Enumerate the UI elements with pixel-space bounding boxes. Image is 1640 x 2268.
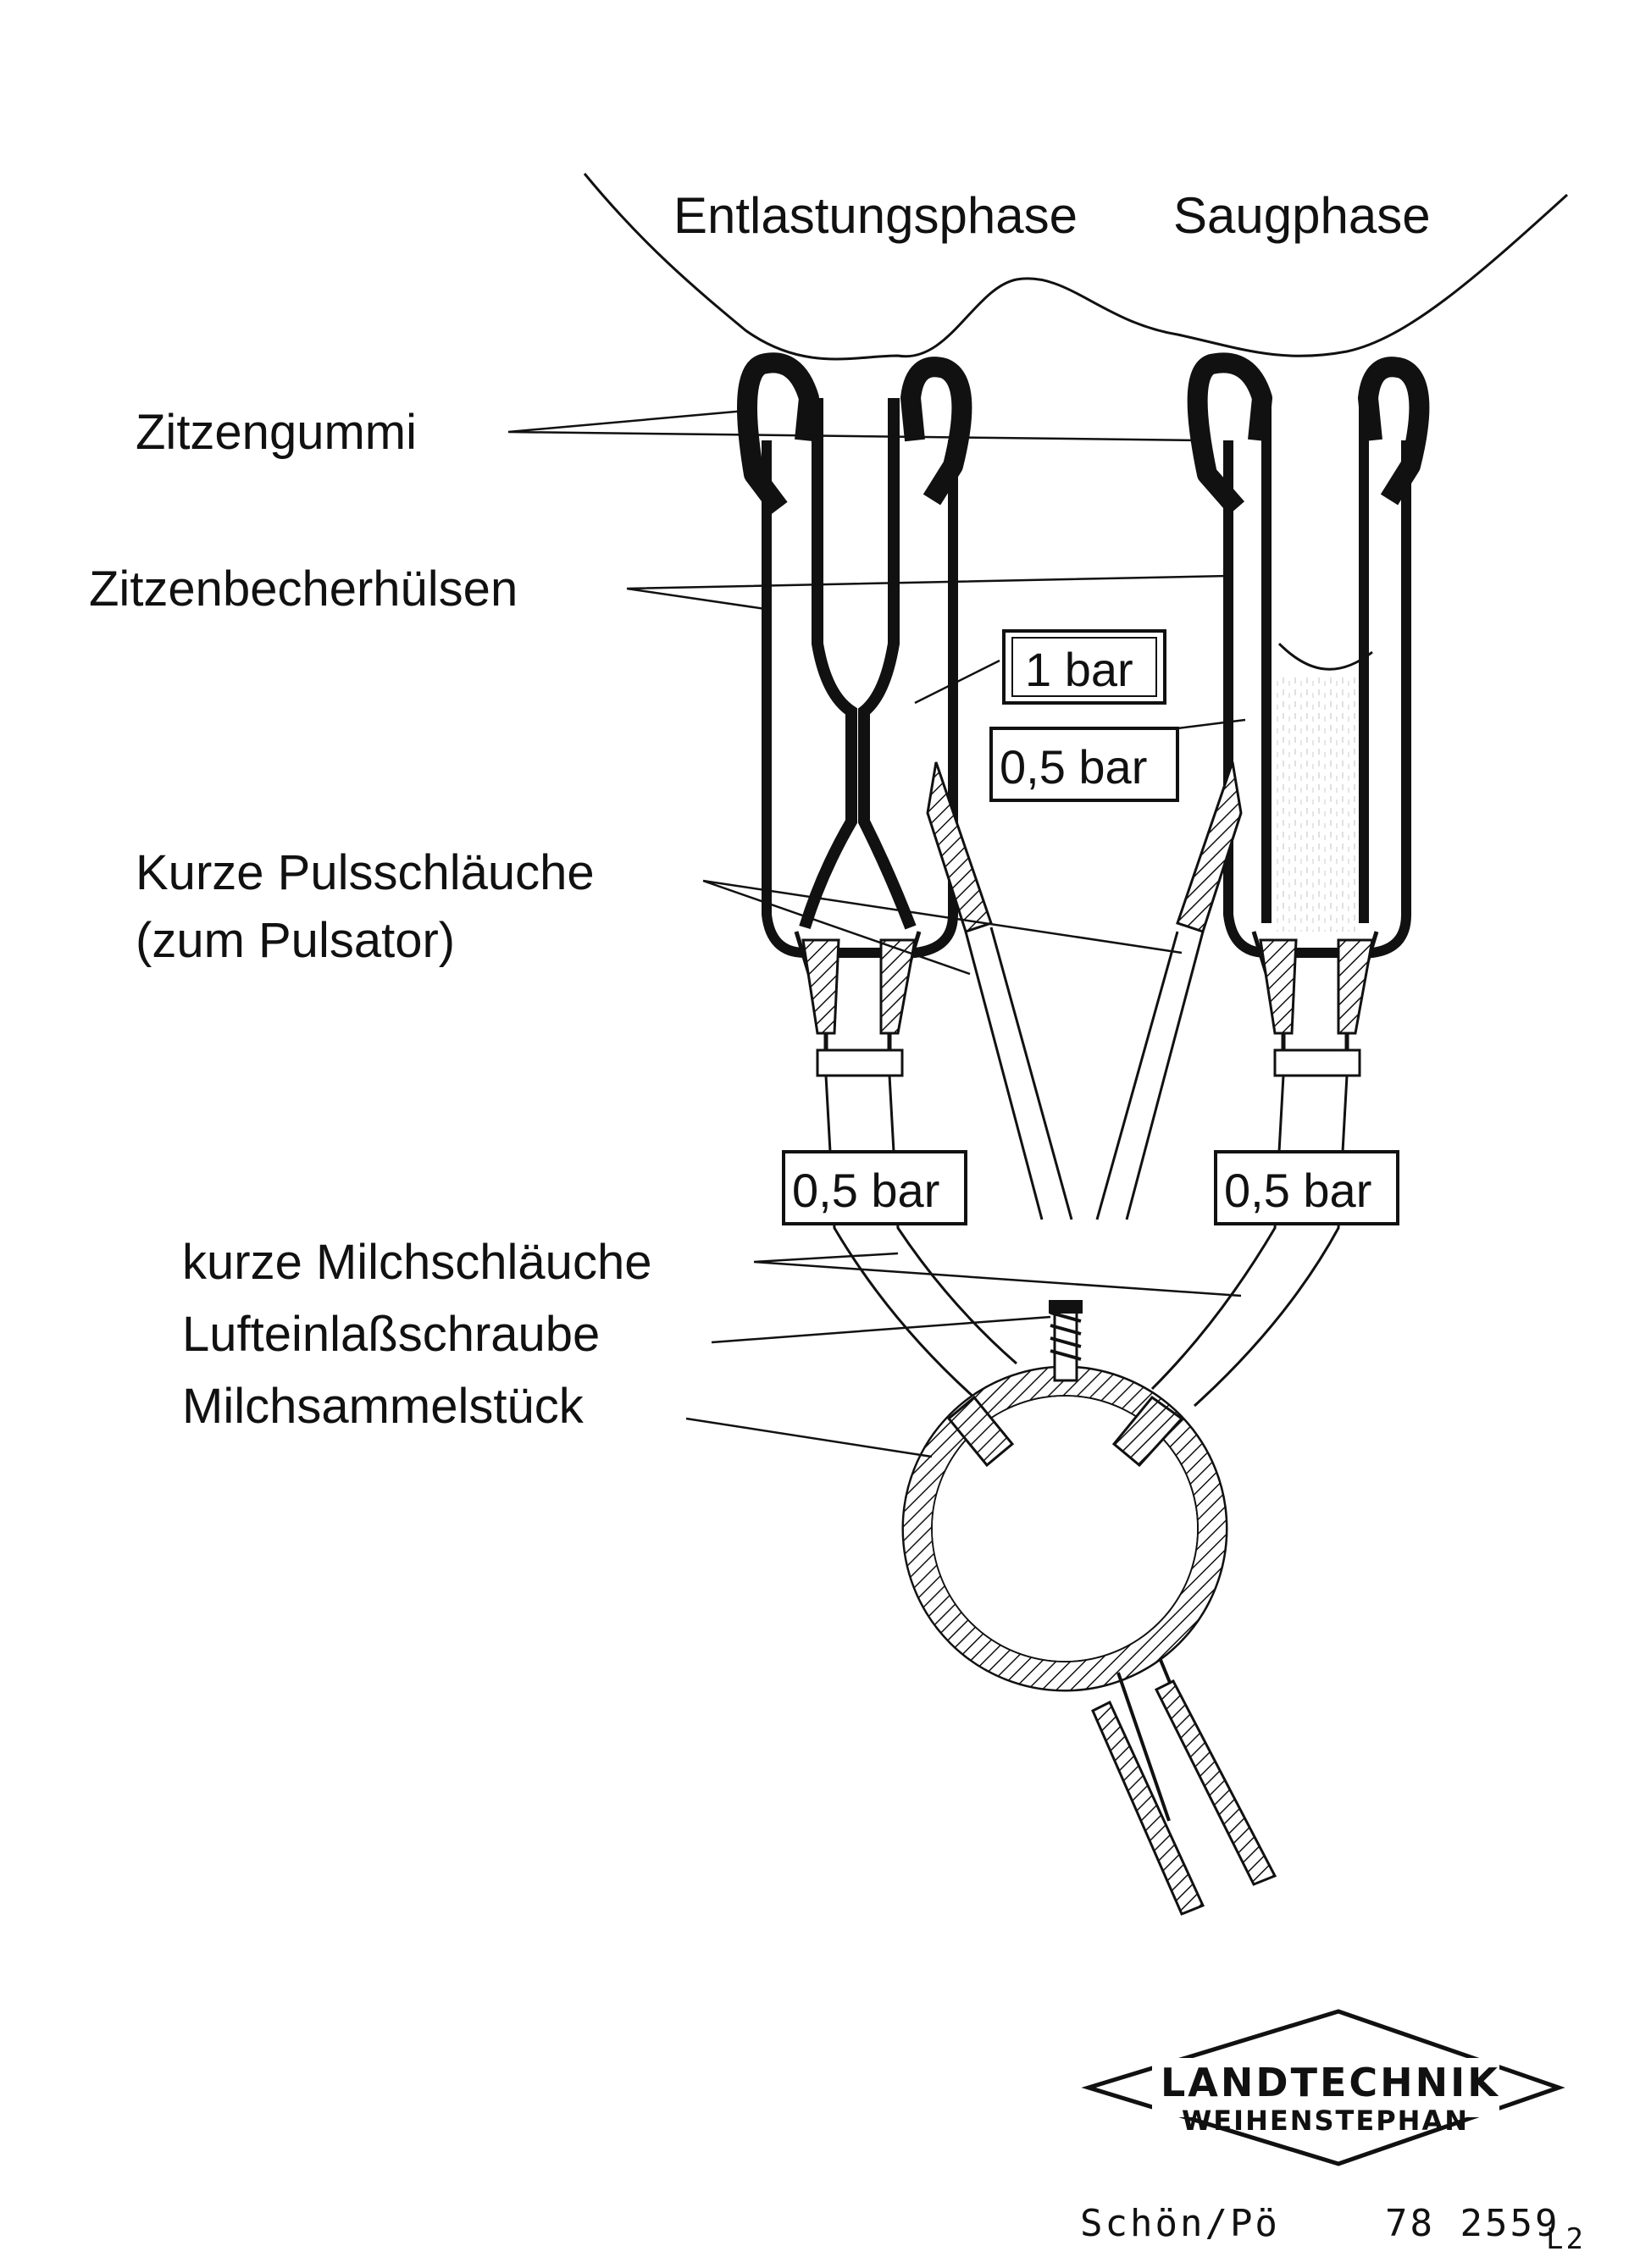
footer-author: Schön/Pö (1080, 2202, 1280, 2245)
label-milchschlaeuche: kurze Milchschläuche (182, 1235, 651, 1290)
phase-left-title: Entlastungsphase (673, 187, 1078, 244)
svg-text:LANDTECHNIK: LANDTECHNIK (1161, 2060, 1500, 2105)
phase-right-title: Saugphase (1173, 187, 1431, 244)
label-pulsator: (zum Pulsator) (136, 913, 455, 968)
pulse-tube-left (964, 927, 1073, 1220)
label-milchsammelstueck: Milchsammelstück (182, 1379, 585, 1434)
pointer-lines (507, 409, 1246, 1458)
left-cup-shell (762, 440, 958, 958)
svg-text:0,5 bar: 0,5 bar (1000, 740, 1147, 794)
milk-tube-right (1150, 1075, 1349, 1408)
pressure-box-pulse-low: 0,5 bar (989, 727, 1179, 802)
svg-text:WEIHENSTEPHAN: WEIHENSTEPHAN (1182, 2105, 1469, 2137)
right-liner-open (1261, 398, 1369, 923)
footer-suffix: L2 (1546, 2222, 1586, 2256)
udder-outline (583, 173, 1569, 361)
right-cup-shell (1223, 440, 1411, 958)
label-zitzengummi: Zitzengummi (136, 405, 417, 460)
pulse-tube-right (1095, 931, 1205, 1220)
label-pulsschlaeuche: Kurze Pulsschläuche (136, 845, 595, 900)
milk-tube-left (824, 1075, 1017, 1399)
svg-text:0,5 bar: 0,5 bar (1224, 1164, 1371, 1217)
left-liner-collapsed (799, 398, 917, 930)
pressure-box-1bar: 1 bar (1002, 629, 1166, 705)
svg-text:0,5 bar: 0,5 bar (792, 1164, 939, 1217)
left-liner-head-right (900, 357, 972, 506)
claw-milk-collector (901, 1300, 1277, 1916)
right-liner-head-right (1358, 357, 1430, 506)
pressure-box-milk-right: 0,5 bar (1214, 1150, 1399, 1225)
landtechnik-stamp: LANDTECHNIK WEIHENSTEPHAN (1081, 2009, 1565, 2166)
pressure-box-milk-left: 0,5 bar (782, 1150, 967, 1225)
right-liner-head-left (1187, 352, 1272, 515)
label-lufteinlass: Lufteinlaßschraube (182, 1307, 600, 1362)
label-zitzenbecherhuelsen: Zitzenbecherhülsen (89, 561, 518, 617)
footer-number: 78 2559 (1385, 2202, 1560, 2245)
right-teat-cup (1176, 352, 1430, 1077)
udder-dip (1277, 642, 1373, 671)
svg-text:1 bar: 1 bar (1025, 643, 1133, 696)
